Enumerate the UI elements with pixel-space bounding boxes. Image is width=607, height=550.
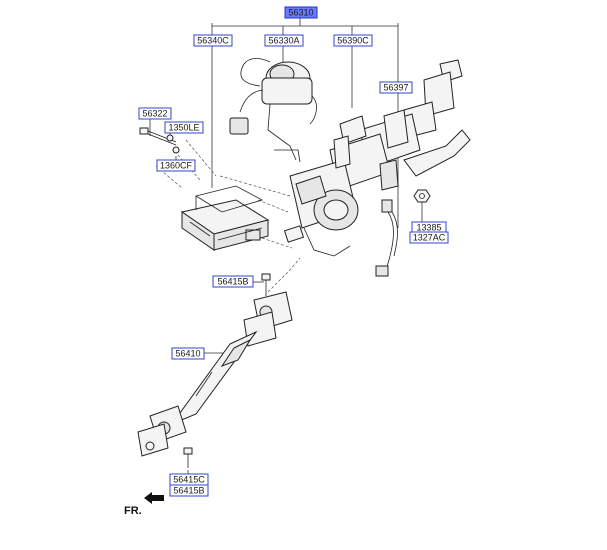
label-text-56415B-bottom: 56415B xyxy=(173,486,204,496)
label-56415C[interactable]: 56415C xyxy=(169,473,209,486)
lower-bolt xyxy=(183,447,193,468)
label-1360CF[interactable]: 1360CF xyxy=(156,159,196,172)
label-56415B-bottom[interactable]: 56415B xyxy=(169,484,209,497)
label-13385[interactable]: 13385 xyxy=(411,221,447,234)
label-1327AC[interactable]: 1327AC xyxy=(409,231,449,244)
intermediate-shaft xyxy=(137,291,293,457)
label-56410[interactable]: 56410 xyxy=(171,347,205,360)
label-text-56415B-top: 56415B xyxy=(217,277,248,287)
label-text-1350LE: 1350LE xyxy=(168,123,199,133)
label-text-assembly: 56310 xyxy=(288,8,313,18)
controller-unit xyxy=(180,185,270,251)
label-56397[interactable]: 56397 xyxy=(379,81,413,94)
label-assembly[interactable]: 56310 xyxy=(284,6,318,19)
wire-part xyxy=(375,199,398,277)
label-1350LE[interactable]: 1350LE xyxy=(164,121,204,134)
label-56390C[interactable]: 56390C xyxy=(333,34,373,47)
bolt-set xyxy=(139,127,180,154)
upper-bolt xyxy=(261,273,271,296)
front-direction-indicator: FR. xyxy=(124,492,164,517)
label-56340C[interactable]: 56340C xyxy=(193,34,233,47)
motor-part xyxy=(229,58,317,163)
label-56330A[interactable]: 56330A xyxy=(264,34,304,47)
label-text-56415C: 56415C xyxy=(173,475,205,485)
front-direction-label: FR. xyxy=(124,505,142,517)
label-text-1360CF: 1360CF xyxy=(160,161,193,171)
column-housing xyxy=(283,59,471,257)
label-text-56340C: 56340C xyxy=(197,36,229,46)
front-arrow-icon xyxy=(144,492,164,504)
label-56415B-top[interactable]: 56415B xyxy=(212,275,254,288)
label-text-56390C: 56390C xyxy=(337,36,369,46)
label-text-13385: 13385 xyxy=(416,223,441,233)
label-text-56322: 56322 xyxy=(142,109,167,119)
label-text-56330A: 56330A xyxy=(268,36,299,46)
label-text-56397: 56397 xyxy=(383,83,408,93)
label-text-1327AC: 1327AC xyxy=(413,233,446,243)
label-56322[interactable]: 56322 xyxy=(138,107,172,120)
nut-part xyxy=(413,189,431,203)
label-text-56410: 56410 xyxy=(175,349,200,359)
